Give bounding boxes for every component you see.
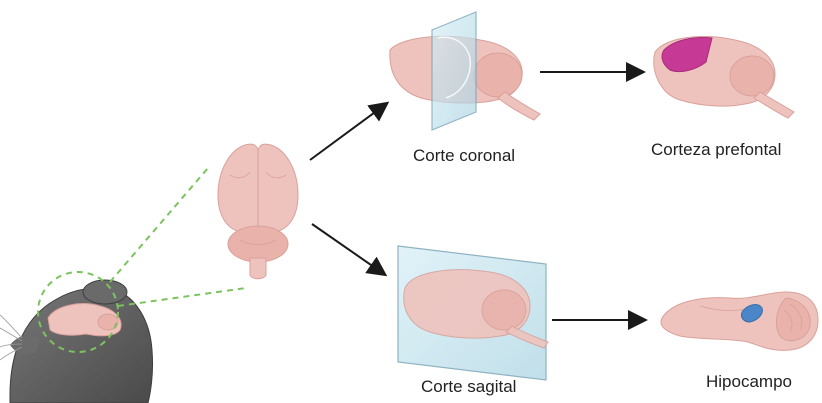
sagittal-cut-illustration	[398, 246, 548, 380]
arrow-to-coronal	[310, 104, 386, 160]
hippocampus-brain-illustration	[661, 292, 818, 350]
dorsal-brain-view	[218, 144, 298, 279]
guide-line-upper	[110, 168, 208, 282]
prefrontal-cortex-label: Corteza prefontal	[651, 140, 781, 160]
coronal-cut-label: Corte coronal	[413, 146, 515, 166]
guide-line-lower	[118, 288, 246, 306]
prefrontal-brain-illustration	[654, 36, 794, 118]
sagittal-cut-label: Corte sagital	[421, 377, 516, 397]
hippocampus-label: Hipocampo	[706, 372, 792, 392]
mouse-head-illustration	[0, 272, 153, 403]
arrow-to-sagittal	[312, 224, 384, 274]
coronal-cut-illustration	[390, 12, 540, 130]
